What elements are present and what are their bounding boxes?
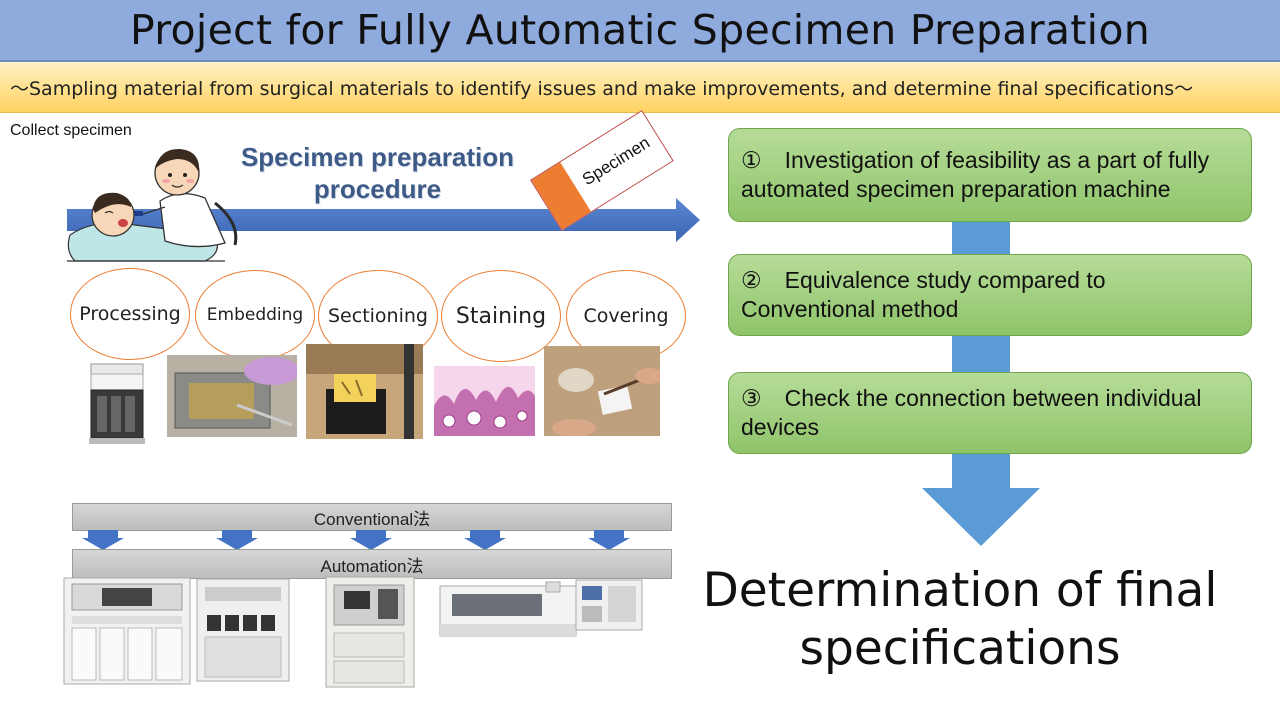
final-specifications-text: Determination of final specifications <box>702 563 1218 676</box>
covering-photo <box>544 346 660 436</box>
procedure-arrow <box>67 198 700 242</box>
automated-stainer-machine <box>439 581 577 637</box>
staining-photo <box>434 366 535 436</box>
processor-machine-image <box>89 363 145 444</box>
subtitle-bar: ～Sampling material from surgical materia… <box>0 62 1280 113</box>
automated-coverslipper-machine <box>575 579 643 631</box>
step-staining: Staining <box>441 270 561 362</box>
page-title: Project for Fully Automatic Specimen Pre… <box>129 6 1151 54</box>
doctor-patient-illustration <box>67 148 238 262</box>
step-box-connection: ③ Check the connection between individua… <box>728 372 1252 454</box>
step-box-equivalence: ② Equivalence study compared to Conventi… <box>728 254 1252 336</box>
step-label: Covering <box>583 305 669 327</box>
automated-processor-machine <box>63 577 191 685</box>
step-text: ① Investigation of feasibility as a part… <box>741 147 1210 202</box>
step-embedding: Embedding <box>195 270 315 360</box>
step-box-feasibility: ① Investigation of feasibility as a part… <box>728 128 1252 222</box>
automated-microtome-machine <box>325 576 415 688</box>
step-label: Embedding <box>206 305 304 325</box>
step-label: Staining <box>455 303 547 329</box>
conventional-bar: Conventional法 <box>72 503 672 531</box>
sectioning-photo <box>306 344 423 439</box>
collect-specimen-label: Collect specimen <box>10 122 132 139</box>
automation-label: Automation法 <box>320 556 424 576</box>
step-text: ③ Check the connection between individua… <box>741 385 1202 440</box>
step-processing: Processing <box>70 268 190 360</box>
procedure-title: Specimen preparation procedure <box>240 142 515 204</box>
conventional-label: Conventional法 <box>313 509 431 529</box>
embedding-photo <box>167 355 297 437</box>
step-label: Processing <box>79 303 181 325</box>
step-label: Sectioning <box>328 305 428 327</box>
small-down-arrows <box>82 530 630 550</box>
page-subtitle: ～Sampling material from surgical materia… <box>10 77 1194 100</box>
step-text: ② Equivalence study compared to Conventi… <box>741 267 1106 322</box>
title-bar: Project for Fully Automatic Specimen Pre… <box>0 0 1280 62</box>
automated-embedding-machine <box>196 578 290 682</box>
